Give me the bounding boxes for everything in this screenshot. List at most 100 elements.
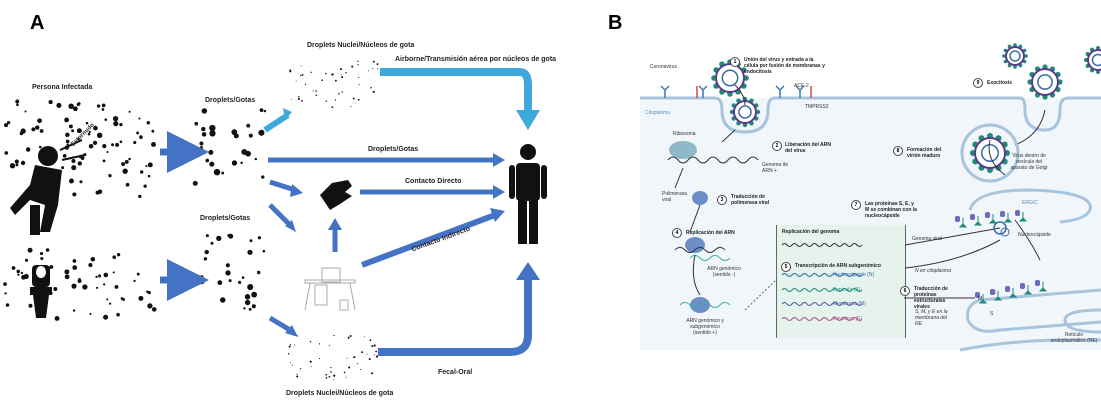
- label-s: S: [990, 311, 994, 317]
- droplet-particle: [19, 131, 24, 136]
- droplet-particle: [296, 375, 299, 378]
- droplet-particle: [257, 236, 261, 240]
- droplet-particle: [11, 266, 16, 270]
- droplet-particle: [151, 129, 155, 133]
- droplet-particle: [68, 178, 74, 184]
- droplet-particle: [231, 160, 238, 166]
- step-5-number: 5: [781, 262, 791, 272]
- droplet-particle: [346, 357, 348, 359]
- droplet-particle: [328, 344, 330, 346]
- step-9-text: Exocitosis: [987, 80, 1013, 86]
- droplet-particle: [39, 251, 44, 256]
- droplet-particle: [20, 160, 26, 166]
- droplet-particle: [88, 143, 94, 149]
- droplet-particle: [98, 274, 102, 278]
- droplet-particle: [248, 307, 252, 311]
- spike-protein: [1023, 285, 1033, 295]
- droplet-particle: [62, 154, 67, 158]
- droplet-particle: [31, 127, 36, 132]
- droplet-particle: [241, 276, 245, 279]
- droplet-particle: [258, 129, 265, 136]
- droplet-particle: [77, 161, 83, 166]
- droplet-particle: [244, 294, 251, 300]
- droplet-particle: [103, 314, 109, 320]
- droplet-particle: [136, 131, 140, 135]
- droplet-particle: [289, 343, 291, 346]
- droplet-particle: [321, 79, 323, 82]
- droplet-particle: [247, 284, 254, 291]
- droplet-particle: [71, 159, 76, 164]
- droplet-particle: [361, 351, 364, 354]
- droplet-particle: [88, 130, 91, 134]
- droplet-particle: [340, 74, 342, 76]
- membrane-protein: [985, 212, 990, 218]
- membrane-protein: [990, 289, 995, 295]
- droplet-particle: [248, 133, 253, 138]
- droplet-particle: [349, 334, 352, 337]
- droplet-particle: [111, 143, 115, 147]
- droplet-particle: [254, 157, 258, 161]
- legend-item-envelope: Envoltura (E): [833, 316, 863, 322]
- step-7-text: Las proteínas S, E, y M se combinan con …: [865, 201, 917, 219]
- droplet-particle: [333, 379, 335, 380]
- droplet-particle: [72, 265, 78, 270]
- genome-rna-strand: [667, 156, 759, 164]
- droplet-particle: [25, 258, 29, 262]
- transmission-arrows: [160, 68, 540, 356]
- er-proteins: [955, 210, 1048, 304]
- droplet-particle: [147, 174, 151, 178]
- droplet-particle: [364, 335, 365, 337]
- droplet-particle: [300, 74, 302, 77]
- droplet-particle: [48, 100, 53, 105]
- rna-wave: [781, 273, 863, 277]
- droplet-particle: [38, 145, 42, 149]
- label-golgi-vesicle: Virus dentro de vesícula del aparato de …: [1010, 153, 1048, 171]
- droplet-particle: [128, 110, 131, 113]
- legend-item-nucleocapsid: Nucleocápside (N): [833, 272, 875, 278]
- droplet-particle: [39, 129, 44, 133]
- droplet-particle: [53, 286, 58, 291]
- droplet-particle: [301, 99, 303, 102]
- label-m: M: [978, 296, 983, 302]
- label-tmprss2: TMPRSS2: [805, 104, 829, 110]
- membrane-protein: [1020, 283, 1025, 289]
- droplet-particle: [104, 118, 108, 121]
- droplet-particle: [290, 361, 292, 363]
- droplet-particle: [65, 132, 70, 138]
- arrow-to-nuclei-top: [263, 112, 290, 133]
- droplet-particle: [318, 343, 321, 345]
- spike-protein: [1003, 213, 1013, 223]
- droplet-particle: [139, 135, 143, 140]
- droplet-particle: [246, 123, 251, 128]
- droplet-particle: [299, 368, 302, 370]
- step-8-number: 8: [893, 146, 903, 156]
- droplet-particle: [61, 166, 65, 170]
- droplet-particle: [375, 355, 379, 358]
- droplet-particle: [209, 161, 215, 167]
- droplet-particle: [89, 312, 92, 315]
- droplet-particle: [350, 105, 352, 107]
- step-4-text: Replicación del ARN: [686, 230, 735, 236]
- droplet-particle: [310, 365, 312, 367]
- droplet-particle: [304, 83, 307, 86]
- rna-wave: [781, 288, 863, 292]
- droplet-particle: [120, 297, 124, 300]
- sneezing-person-icon: [10, 139, 86, 235]
- droplet-particle: [249, 239, 253, 243]
- droplet-particle: [325, 100, 328, 102]
- droplet-particle: [330, 371, 332, 373]
- droplet-particle: [243, 307, 246, 310]
- rna-wave: [781, 243, 863, 247]
- indirect-contact-arrow: [360, 212, 497, 268]
- label-droplets-top: Droplets/Gotas: [205, 97, 256, 104]
- droplet-particle: [116, 312, 120, 317]
- droplet-particle: [138, 295, 144, 301]
- label-nuclei-top: Droplets Nuclei/Núcleos de gota: [307, 42, 415, 49]
- droplet-particle: [72, 309, 76, 312]
- spike-protein: [988, 214, 998, 224]
- droplet-particle: [16, 103, 19, 107]
- label-cytoplasm: Citoplasma: [645, 110, 671, 116]
- droplet-particle: [339, 68, 342, 71]
- droplet-particle: [122, 168, 128, 174]
